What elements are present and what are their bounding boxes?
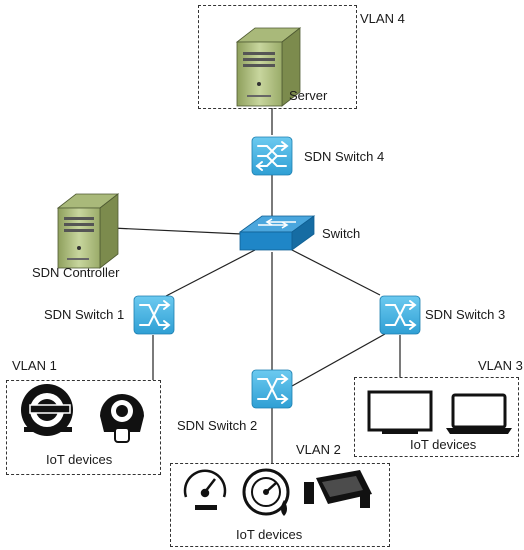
sdn-switch-4-icon	[251, 136, 293, 176]
link-switch-sdn1	[165, 249, 256, 297]
mri-scanner-icon	[21, 384, 73, 436]
links	[111, 108, 401, 463]
link-sdn2-sdn3	[291, 333, 386, 387]
ct-scanner-icon	[100, 394, 144, 443]
link-switch-sdn3	[291, 249, 381, 296]
sdn-switch-3-label: SDN Switch 3	[425, 307, 506, 322]
iot2-label: IoT devices	[236, 527, 303, 542]
vlan2-box	[170, 463, 390, 547]
vlan1-label: VLAN 1	[12, 358, 57, 373]
monitor-icon	[367, 390, 433, 434]
sdn-switch-2-icon	[251, 369, 293, 409]
iot3-label: IoT devices	[410, 437, 477, 452]
server-icon	[235, 27, 302, 107]
sdn-switch-1-icon	[133, 295, 175, 335]
vlan4-label: VLAN 4	[360, 11, 405, 26]
speedometer-icon	[183, 469, 227, 510]
link-controller-switch	[111, 227, 243, 235]
core-switch-icon	[238, 215, 316, 251]
vlan1-box	[6, 380, 161, 475]
vlan3-box	[354, 377, 519, 457]
laptop-icon	[446, 393, 512, 434]
sdn-switch-3-icon	[379, 295, 421, 335]
sdn-switch-2-label: SDN Switch 2	[177, 418, 258, 433]
vlan4-box	[198, 5, 357, 109]
pressure-gauge-icon	[242, 468, 290, 516]
vlan3-label: VLAN 3	[478, 358, 523, 373]
security-camera-icon	[304, 470, 372, 508]
sdn-switch-4-label: SDN Switch 4	[304, 149, 385, 164]
server-label: Server	[289, 88, 328, 103]
controller-icon	[56, 193, 120, 269]
sdn-controller-label: SDN Controller	[32, 265, 120, 280]
vlan2-label: VLAN 2	[296, 442, 341, 457]
sdn-switch-1-label: SDN Switch 1	[44, 307, 125, 322]
switch-label: Switch	[322, 226, 361, 241]
iot1-label: IoT devices	[46, 452, 113, 467]
